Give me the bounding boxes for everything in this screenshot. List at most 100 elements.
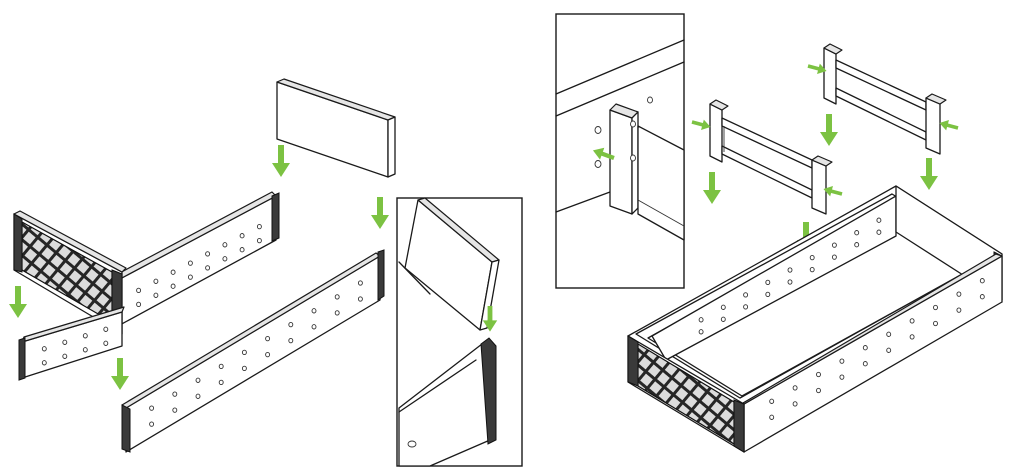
mounting-hole: [288, 337, 294, 344]
mounting-hole: [698, 317, 704, 323]
mounting-hole: [239, 247, 245, 253]
arrow-left-peg-right-divider: [938, 117, 960, 134]
arrow-down-right-board: [371, 197, 389, 229]
mounting-hole: [241, 349, 247, 356]
mounting-hole: [288, 321, 294, 328]
mounting-hole: [256, 223, 262, 230]
mounting-hole: [839, 358, 845, 364]
mounting-hole: [769, 414, 775, 420]
mounting-hole: [41, 346, 47, 352]
mounting-hole: [195, 377, 201, 383]
mounting-hole: [909, 334, 915, 340]
mounting-hole: [62, 353, 68, 359]
mounting-hole: [256, 237, 262, 244]
mounting-hole: [831, 254, 837, 260]
mounting-hole: [792, 385, 798, 391]
mounting-hole: [265, 351, 271, 358]
mounting-hole: [187, 260, 193, 266]
detail-inset-divider: [555, 13, 685, 289]
arrow-down-top-board: [272, 145, 290, 177]
mounting-hole: [831, 242, 837, 248]
mounting-hole: [886, 331, 892, 337]
mounting-hole: [854, 242, 860, 248]
mounting-hole: [787, 279, 793, 285]
mounting-hole: [933, 304, 938, 311]
mounting-hole: [809, 266, 815, 273]
mounting-hole: [62, 339, 68, 345]
mounting-hole: [222, 256, 228, 262]
mounting-hole: [839, 374, 845, 380]
mounting-hole: [979, 278, 985, 284]
mounting-hole: [82, 333, 88, 339]
mounting-hole: [172, 391, 178, 397]
mounting-hole: [172, 407, 178, 413]
mounting-hole: [170, 283, 176, 289]
divider-panel-right: [806, 43, 960, 155]
mounting-hole: [765, 291, 771, 298]
mounting-hole: [886, 347, 892, 353]
mounting-hole: [195, 393, 201, 399]
mounting-hole: [933, 320, 938, 327]
board-holes: [41, 223, 363, 427]
mounting-hole: [720, 316, 726, 322]
mounting-hole: [222, 242, 228, 248]
mounting-hole: [205, 251, 211, 257]
arrow-down-divider-right: [820, 114, 838, 146]
mounting-hole: [265, 335, 271, 342]
mounting-hole: [698, 329, 704, 335]
mounting-hole: [862, 361, 868, 367]
mounting-hole: [876, 217, 882, 223]
divider-panel-left: [690, 99, 844, 215]
mounting-hole: [743, 292, 749, 298]
detail-inset-joint: [396, 197, 523, 467]
mounting-hole: [909, 318, 915, 324]
arrow-down-front-board: [111, 358, 129, 390]
mounting-hole: [862, 345, 868, 351]
mounting-hole: [769, 398, 775, 404]
mounting-hole: [170, 269, 176, 275]
mounting-hole: [334, 310, 340, 316]
mounting-hole: [103, 326, 109, 332]
mounting-hole: [153, 278, 159, 284]
mounting-hole: [103, 340, 109, 346]
top-board: [276, 78, 396, 178]
mounting-hole: [854, 230, 860, 236]
mounting-hole: [979, 294, 985, 300]
lattice-end-panel: [13, 210, 127, 335]
mounting-hole: [239, 233, 245, 239]
mounting-hole: [311, 324, 317, 330]
arrow-right-peg-left-divider: [690, 116, 712, 133]
mounting-hole: [218, 379, 224, 386]
mounting-hole: [136, 287, 142, 294]
mounting-hole: [816, 371, 821, 378]
mounting-hole: [218, 363, 224, 370]
mounting-hole: [765, 279, 771, 286]
arrow-down-lattice: [9, 286, 27, 318]
mounting-hole: [149, 421, 155, 427]
arrow-down-divider-left: [703, 172, 721, 204]
short-board: [18, 306, 125, 381]
mounting-hole: [956, 307, 962, 313]
mounting-hole: [792, 401, 798, 407]
long-front-board: [121, 249, 385, 453]
mounting-hole: [876, 229, 882, 235]
mounting-hole: [149, 405, 155, 411]
mounting-hole: [82, 347, 88, 353]
drawer-holes: [698, 217, 985, 420]
mounting-hole: [787, 267, 793, 273]
mounting-hole: [41, 360, 47, 366]
mounting-hole: [311, 308, 317, 314]
mounting-hole: [334, 294, 340, 300]
mounting-hole: [743, 304, 749, 310]
mounting-hole: [809, 254, 815, 261]
mounting-hole: [720, 304, 726, 310]
mounting-hole: [241, 365, 247, 372]
mounting-hole: [357, 280, 363, 286]
mounting-hole: [136, 301, 142, 308]
arrow-down-divider-far: [920, 158, 938, 190]
mounting-hole: [357, 296, 363, 302]
mounting-hole: [205, 265, 211, 271]
mounting-hole: [153, 292, 159, 298]
